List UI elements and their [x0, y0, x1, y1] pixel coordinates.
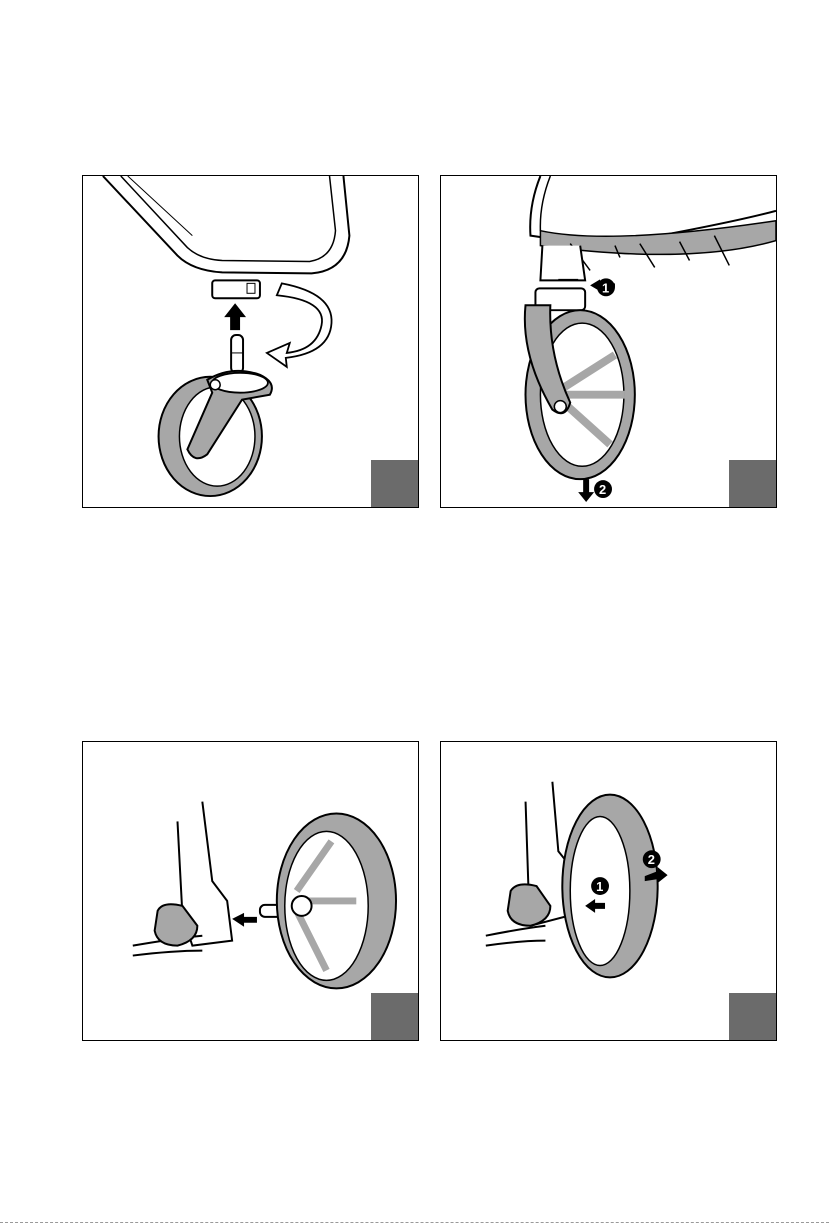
swivel-wheel-insert-illustration [83, 176, 418, 507]
step-number-box [729, 460, 776, 507]
step-number-box [729, 993, 776, 1040]
illustration-panel-2: 1 2 [440, 175, 777, 508]
rear-wheel-release-illustration: 1 2 [441, 742, 776, 1040]
rear-wheel-attach-illustration [83, 742, 418, 1040]
step-number-box [371, 993, 418, 1040]
illustration-panel-4: 1 2 [440, 741, 777, 1041]
callout-1: 1 [596, 879, 603, 894]
front-wheel-release-illustration: 1 2 [441, 176, 776, 507]
illustration-panel-3 [82, 741, 419, 1041]
illustration-panel-1 [82, 175, 419, 508]
page-cut-line [0, 1222, 829, 1223]
callout-2: 2 [648, 852, 655, 867]
step-number-box [371, 460, 418, 507]
callout-2: 2 [599, 482, 606, 497]
callout-1: 1 [602, 280, 609, 295]
